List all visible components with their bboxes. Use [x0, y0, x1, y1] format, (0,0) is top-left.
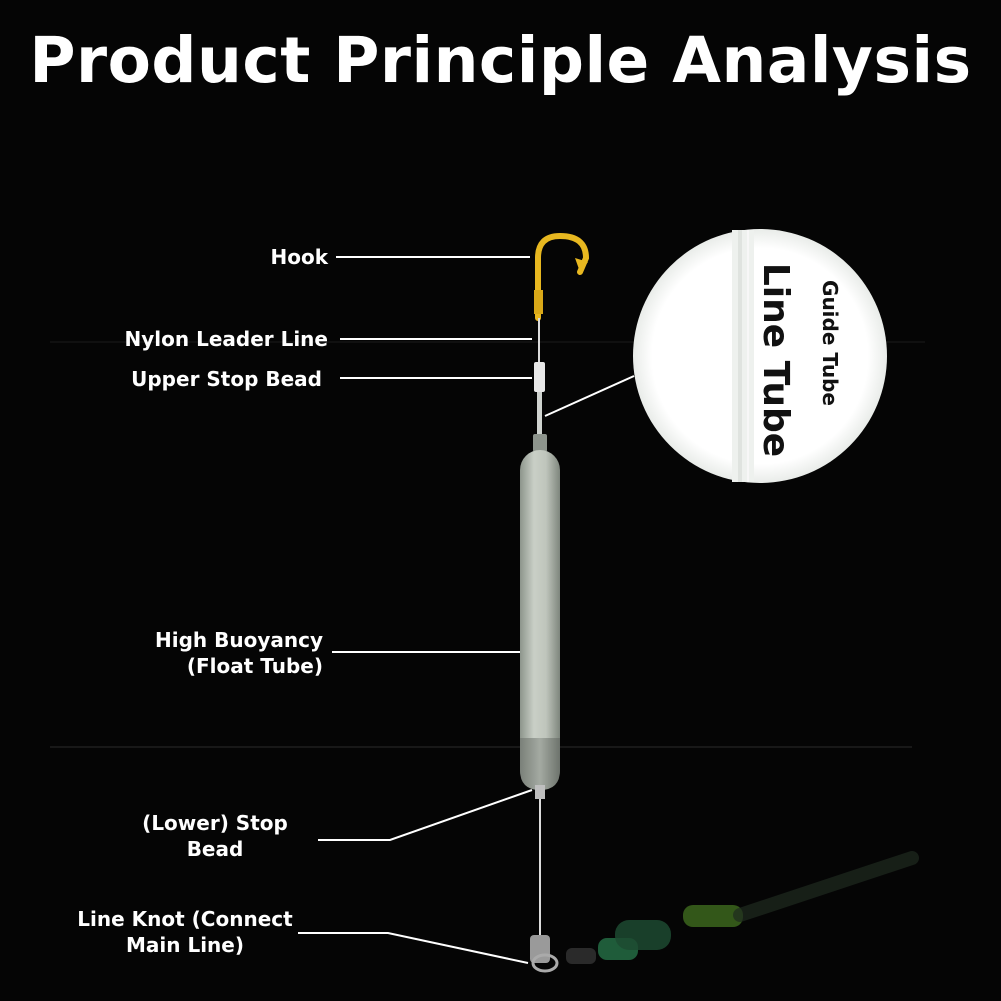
line-knot-line2: Main Line): [126, 933, 244, 957]
lower-stop-line1: (Lower) Stop: [142, 811, 288, 835]
hook-label: Hook: [270, 245, 328, 269]
upper-stop-bead: [534, 362, 545, 392]
high-buoyancy-line2: (Float Tube): [186, 654, 323, 678]
swivel-icon: [530, 851, 919, 973]
high-buoyancy-label: High Buoyancy (Float Tube): [120, 627, 323, 679]
line-tube: [537, 392, 542, 436]
knot-callout-line: [298, 932, 529, 964]
float-top-cap: [533, 434, 547, 452]
zoom-callout-line: [544, 375, 635, 417]
lower-stop-line2: Bead: [186, 837, 244, 861]
guide-tube-label: Guide Tube: [818, 280, 842, 406]
callout-lines: [298, 256, 635, 964]
line-tube-label: Line Tube: [755, 262, 796, 458]
upper-stop-bead-label: Upper Stop Bead: [131, 367, 322, 391]
lower-stop-bead-label: (Lower) Stop Bead: [130, 810, 300, 862]
lower-bead-callout-line: [318, 789, 533, 841]
line-knot-line1: Line Knot (Connect: [77, 907, 293, 931]
page-title: Product Principle Analysis: [29, 24, 972, 97]
hook-icon: [534, 232, 590, 321]
high-buoyancy-line1: High Buoyancy: [155, 628, 323, 652]
line-knot-label: Line Knot (Connect Main Line): [75, 906, 295, 958]
zoom-circle: [633, 229, 887, 483]
float-tube: [520, 450, 560, 790]
nylon-leader-label: Nylon Leader Line: [124, 327, 329, 351]
lower-stop-bead: [535, 785, 545, 799]
